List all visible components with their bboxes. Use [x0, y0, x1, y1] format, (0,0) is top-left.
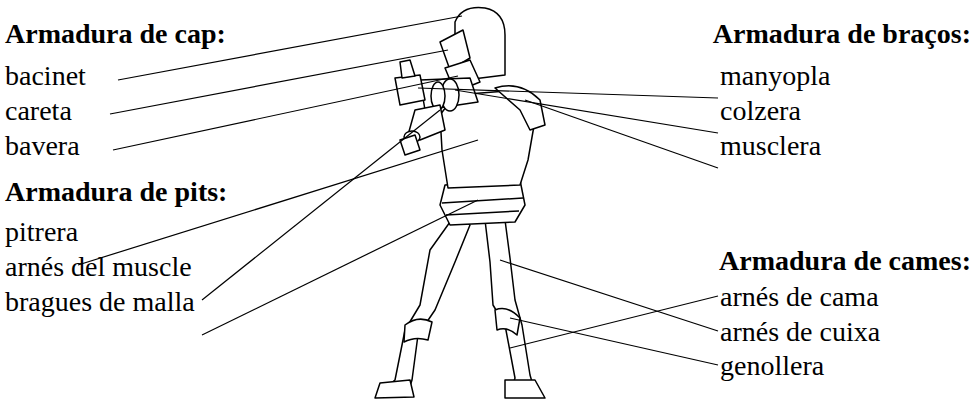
part-name: colzera [720, 97, 801, 125]
part-name: bragues de malla [5, 288, 195, 316]
part-name: careta [5, 97, 72, 125]
group-heading: Armadura de cap: [5, 20, 226, 48]
part-name: bavera [5, 132, 80, 160]
part-name: musclera [720, 132, 821, 160]
part-name: genollera [720, 352, 824, 380]
part-name: arnés del muscle [5, 253, 192, 281]
part-name: arnés de cama [720, 283, 879, 311]
group-heading: Armadura de braços: [713, 20, 971, 48]
part-name: manyopla [720, 62, 830, 90]
group-heading: Armadura de pits: [5, 178, 227, 206]
part-name: pitrera [5, 218, 78, 246]
part-name: bacinet [5, 62, 86, 90]
part-name: arnés de cuixa [720, 318, 880, 346]
group-heading: Armadura de cames: [719, 247, 971, 275]
